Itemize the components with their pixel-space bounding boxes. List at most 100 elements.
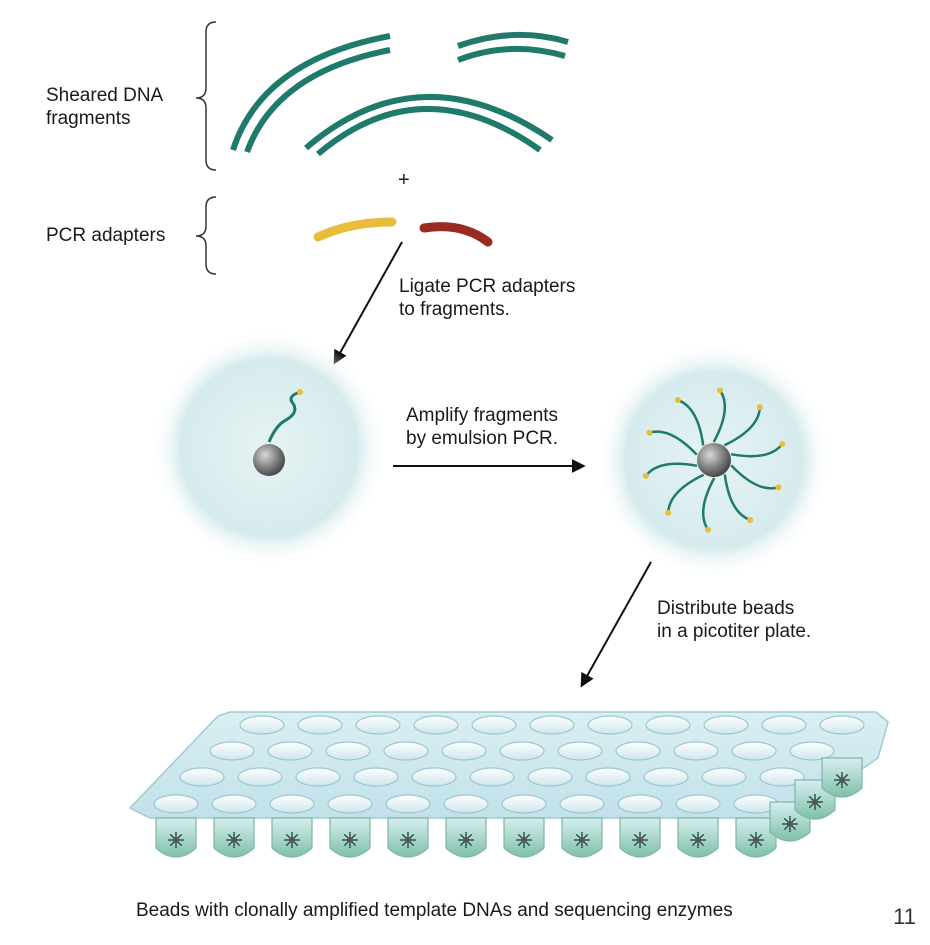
adapter-tip (674, 397, 681, 404)
plate-well (471, 715, 517, 735)
caption: Beads with clonally amplified template D… (136, 900, 733, 921)
bead-icon (690, 832, 706, 848)
emulsion-droplet-single (151, 330, 387, 566)
bead-icon (458, 832, 474, 848)
dna-fragment-left (230, 33, 391, 154)
bead-icon (834, 772, 850, 788)
adapter-tip (704, 526, 711, 533)
plate-well (499, 741, 545, 761)
plate-well (557, 741, 603, 761)
adapter-tip (747, 516, 754, 523)
dna-fragment-right (456, 31, 569, 63)
plate-well (759, 767, 805, 787)
plate-well (237, 767, 283, 787)
arrow-ligate (333, 241, 403, 365)
bead-icon (697, 443, 731, 477)
plate-well (297, 715, 343, 735)
amplified-strand (644, 462, 698, 477)
plate-well (441, 741, 487, 761)
amplified-strand (701, 477, 716, 531)
plate-well (527, 767, 573, 787)
plate-well (411, 767, 457, 787)
adapter-tip (779, 441, 786, 448)
amplified-strand (712, 389, 727, 443)
adapter-tip (642, 472, 649, 479)
label-pcr-adapters: PCR adapters (46, 225, 166, 246)
plus-sign: + (398, 169, 410, 191)
plate-well (819, 715, 865, 735)
bead-icon (574, 832, 590, 848)
label-amplify-step: Amplify fragments by emulsion PCR. (406, 405, 559, 449)
bead-icon (748, 832, 764, 848)
plate-well (587, 715, 633, 735)
pcr-adapter-yellow (313, 217, 397, 242)
plate-well (211, 794, 257, 814)
bead-icon (782, 816, 798, 832)
bead-icon (516, 832, 532, 848)
amplified-strand (677, 398, 705, 446)
amplified-strand (723, 474, 751, 522)
adapter-tip (717, 387, 724, 394)
bead-icon (253, 444, 285, 476)
adapter-tip (646, 429, 653, 436)
plate-well (615, 741, 661, 761)
picotiter-plate (128, 711, 889, 858)
plate-well (239, 715, 285, 735)
amplified-strand (666, 473, 705, 514)
plate-well (643, 767, 689, 787)
plate-well (789, 741, 835, 761)
plate-well (353, 767, 399, 787)
plate-well (559, 794, 605, 814)
plate-well (617, 794, 663, 814)
pcr-adapter-red (419, 222, 493, 247)
plate-well (295, 767, 341, 787)
plate-well (443, 794, 489, 814)
bead-icon (284, 832, 300, 848)
amplified-strand (730, 443, 784, 458)
page-number: 11 (893, 904, 916, 929)
amplified-strand (730, 464, 779, 490)
bead-icon (226, 832, 242, 848)
plate-well (153, 794, 199, 814)
dna-fragment-middle (304, 93, 554, 157)
plate-well (529, 715, 575, 735)
bead-icon (400, 832, 416, 848)
plate-well (413, 715, 459, 735)
plate-well (385, 794, 431, 814)
plate-well (761, 715, 807, 735)
adapter-tip (756, 404, 763, 411)
plate-well (383, 741, 429, 761)
plate-well (645, 715, 691, 735)
plate-well (469, 767, 515, 787)
plate-well (675, 794, 721, 814)
bead-icon (632, 832, 648, 848)
plate-well (585, 767, 631, 787)
plate-well (731, 741, 777, 761)
label-distribute-step: Distribute beads in a picotiter plate. (657, 598, 812, 642)
arrow-distribute (580, 561, 652, 688)
plate-well (701, 767, 747, 787)
plate-well (325, 741, 371, 761)
adapter-tip (775, 484, 782, 491)
plate-well (179, 767, 225, 787)
bead-icon (342, 832, 358, 848)
adapter-tip (665, 509, 672, 516)
plate-well (327, 794, 373, 814)
plate-well (269, 794, 315, 814)
plate-well (501, 794, 547, 814)
label-sheared-dna: Sheared DNA fragments (46, 85, 164, 129)
amplified-strand (723, 406, 762, 447)
bead-icon (807, 794, 823, 810)
plate-well (355, 715, 401, 735)
plate-well (703, 715, 749, 735)
brace-pcr-adapters (195, 196, 217, 275)
brace-sheared-dna (195, 21, 217, 171)
plate-well (209, 741, 255, 761)
bead-icon (168, 832, 184, 848)
label-ligate-step: Ligate PCR adapters to fragments. (399, 276, 576, 320)
amplified-strand (649, 430, 698, 456)
plate-well (673, 741, 719, 761)
plate-well (267, 741, 313, 761)
